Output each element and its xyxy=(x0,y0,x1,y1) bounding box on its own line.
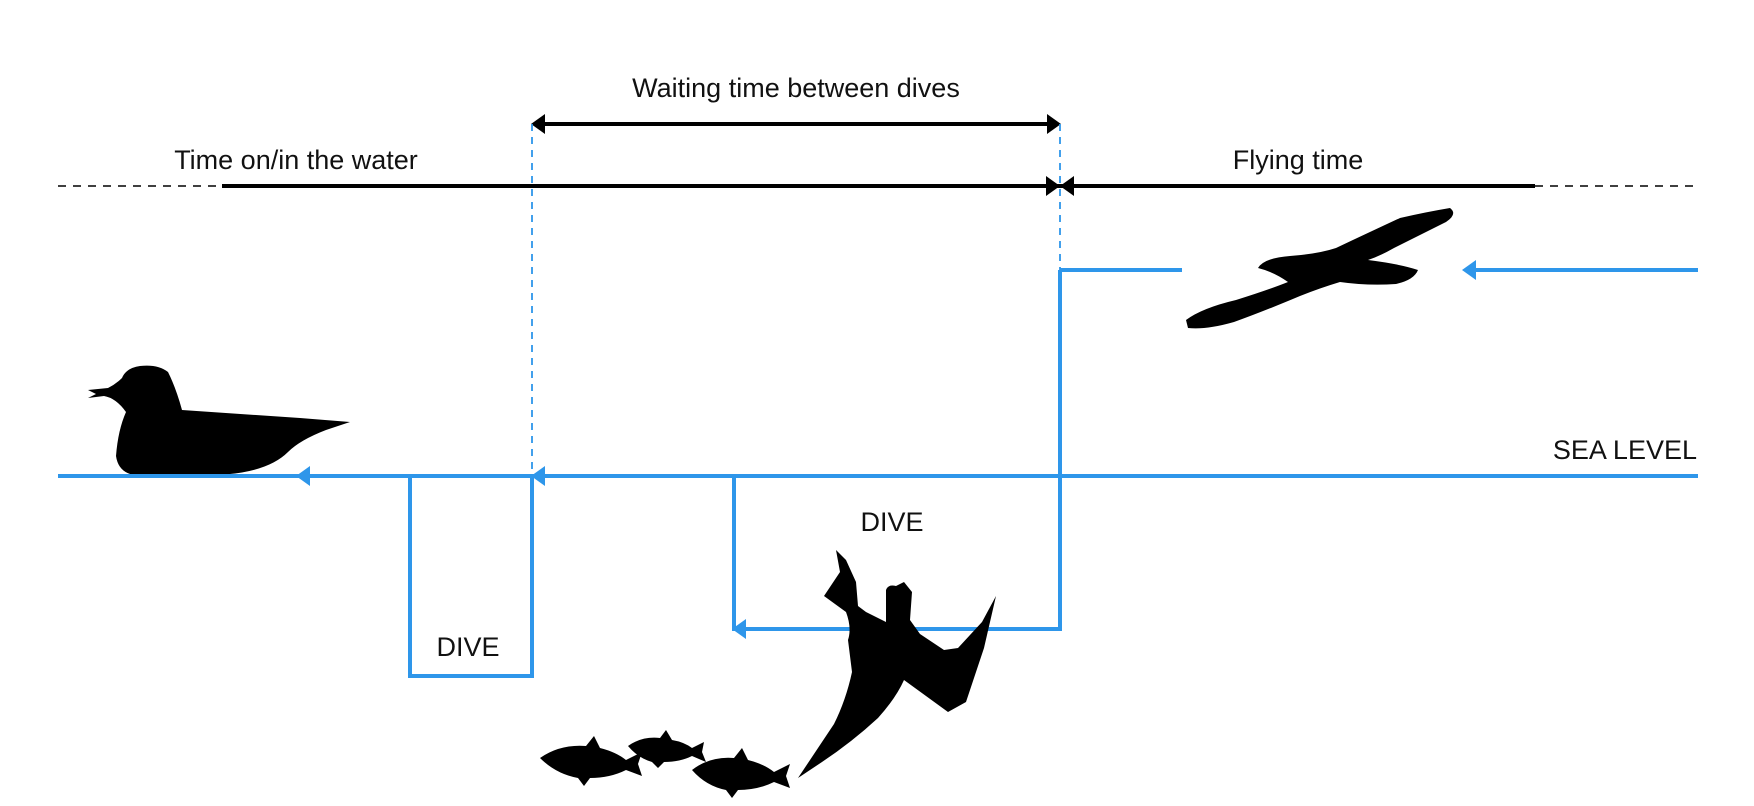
trajectory xyxy=(58,260,1698,678)
seabird-diving-icon xyxy=(798,550,996,778)
fish-icon xyxy=(540,736,642,786)
dive-label-2: DIVE xyxy=(860,507,923,537)
timeline-arrowhead-right xyxy=(1046,176,1060,196)
waiting-time-arrow xyxy=(531,114,1061,476)
timeline xyxy=(58,176,1698,196)
seabird-floating-icon xyxy=(88,365,350,474)
arrowhead-sea-left xyxy=(296,466,310,486)
waiting-time-label: Waiting time between dives xyxy=(632,73,960,103)
arrowhead-dive-2 xyxy=(732,619,746,639)
fish-school xyxy=(540,730,790,798)
fish-icon xyxy=(692,748,790,798)
timeline-arrowhead-left xyxy=(1060,176,1074,196)
sea-level-label: SEA LEVEL xyxy=(1553,435,1697,465)
time-on-water-label: Time on/in the water xyxy=(174,145,418,175)
waiting-arrowhead-left xyxy=(531,114,545,134)
arrowhead-flight xyxy=(1462,260,1476,280)
arrowhead-sea-middle xyxy=(531,466,545,486)
dive-path-2 xyxy=(732,270,1062,631)
seabird-flying-icon xyxy=(1186,208,1454,329)
dive-label-1: DIVE xyxy=(436,632,499,662)
dive-path-1 xyxy=(408,476,534,678)
flying-time-label: Flying time xyxy=(1233,145,1364,175)
fish-icon xyxy=(628,730,706,768)
waiting-arrowhead-right xyxy=(1047,114,1061,134)
